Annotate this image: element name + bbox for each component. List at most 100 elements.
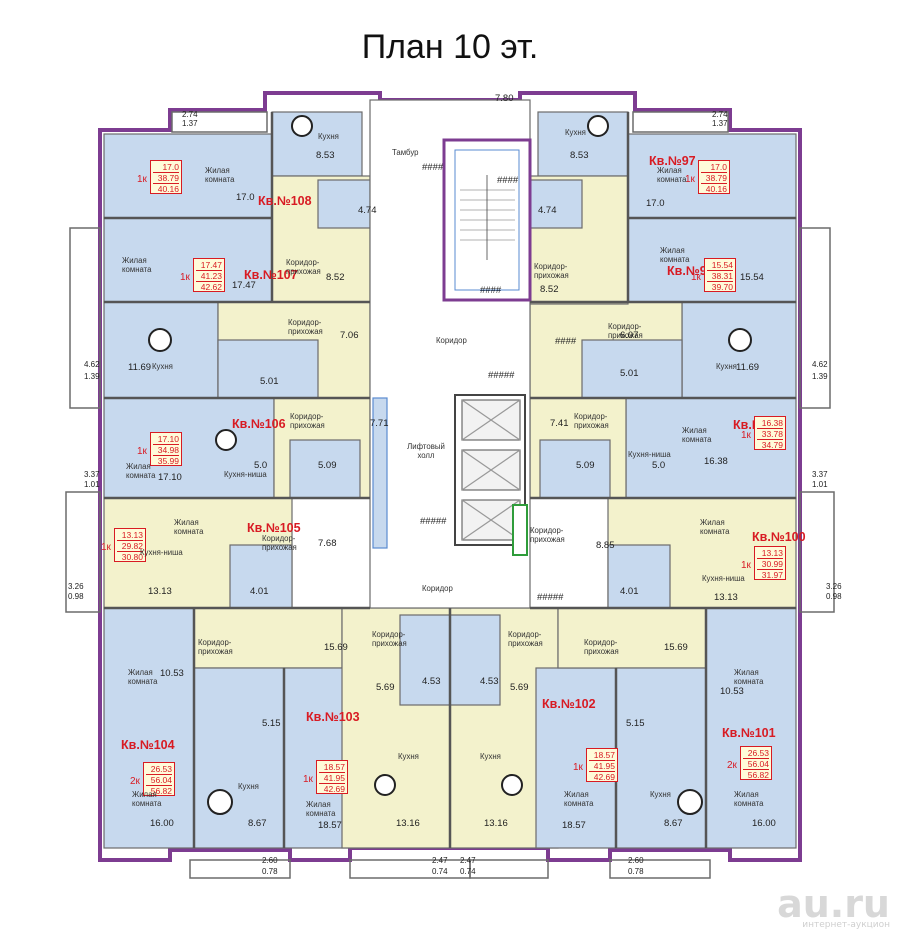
room-104-living xyxy=(103,607,195,849)
room-98-bath xyxy=(581,339,683,399)
balcony-area: 2.74 xyxy=(182,110,198,119)
room-area: 17.47 xyxy=(232,280,256,291)
apartment-label-a108: Кв.№108 xyxy=(258,194,312,208)
balcony-area: 3.37 xyxy=(84,470,100,479)
apartment-area-value: 42.69 xyxy=(323,784,345,794)
room-label-living-105: Жилая комната xyxy=(174,518,204,536)
watermark-tagline: интернет-аукцион xyxy=(802,920,890,930)
balconies xyxy=(65,111,835,879)
room-label-niche-105: Кухня-ниша xyxy=(140,548,183,557)
balcony-area: 0.98 xyxy=(68,592,84,601)
room-label-niche-106: Кухня-ниша xyxy=(224,470,267,479)
room-area: 4.01 xyxy=(620,586,639,597)
apartment-rooms: 1к xyxy=(741,560,751,571)
room-area: 8.52 xyxy=(540,284,559,295)
room-label-corridor-107: Коридор-прихожая xyxy=(288,318,323,336)
apartment-area-value: 26.53 xyxy=(743,748,769,759)
apartment-area-value: 29.82 xyxy=(117,541,143,552)
room-105-bath xyxy=(229,544,293,609)
room-label-living-108: Жилая комната xyxy=(205,166,235,184)
room-area: 8.53 xyxy=(316,150,335,161)
room-label-kitchen-101: Кухня xyxy=(650,790,671,799)
room-area: 17.0 xyxy=(646,198,665,209)
room-area: 5.69 xyxy=(510,682,529,693)
room-103-bath xyxy=(399,614,451,706)
mark-hash: #### xyxy=(497,175,519,186)
apartment-label-a106: Кв.№106 xyxy=(232,417,286,431)
room-label-living-104a: Жилая комната xyxy=(128,668,158,686)
apartment-area-value: 56.82 xyxy=(150,786,172,796)
apartment-area-value: 33.78 xyxy=(757,429,783,440)
room-area: 16.00 xyxy=(752,818,776,829)
apartment-label-a97: Кв.№97 xyxy=(649,154,696,168)
room-label-living-97: Жилая комната xyxy=(657,166,687,184)
room-area: 13.13 xyxy=(148,586,172,597)
room-area: 15.54 xyxy=(740,272,764,283)
room-label-living-107: Жилая комната xyxy=(122,256,152,274)
watermark-brand: au.ru xyxy=(777,882,890,926)
room-area: 5.0 xyxy=(652,460,666,471)
room-label-corridor-97: Коридор-прихожая xyxy=(534,262,569,280)
room-108-living xyxy=(103,133,273,219)
balcony-area: 0.78 xyxy=(628,867,644,876)
room-area: 8.85 xyxy=(596,540,615,551)
apartment-label-a101: Кв.№101 xyxy=(722,726,776,740)
room-104-kitchen xyxy=(193,667,285,849)
apartment-label-a105: Кв.№105 xyxy=(247,521,301,535)
room-106-bath xyxy=(217,339,319,399)
room-area: 5.15 xyxy=(262,718,281,729)
apartment-area-value: 39.70 xyxy=(711,282,733,292)
balcony-area: 1.37 xyxy=(712,119,728,128)
room-label-hall-corridor-2: Коридор xyxy=(422,584,453,593)
apartment-area-value: 34.79 xyxy=(761,440,783,450)
apartment-rooms: 1к xyxy=(303,774,313,785)
room-label-niche-99: Кухня-ниша xyxy=(628,450,671,459)
room-102-bath xyxy=(449,614,501,706)
room-label-corridor-106: Коридор-прихожая xyxy=(290,412,325,430)
room-area: 16.38 xyxy=(704,456,728,467)
apartment-label-a100: Кв.№100 xyxy=(752,530,806,544)
apartment-rooms: 1к xyxy=(685,174,695,185)
room-label-corridor-101: Коридор-прихожая xyxy=(584,638,619,656)
apartment-area-value: 35.99 xyxy=(157,456,179,466)
room-label-living-102: Жилая комната xyxy=(564,790,594,808)
apartment-area-value: 41.95 xyxy=(319,773,345,784)
apartment-area-value: 17.47 xyxy=(196,260,222,271)
plan-title: План 10 эт. xyxy=(361,28,539,66)
balcony-area: 4.62 xyxy=(84,360,100,369)
apartment-rooms: 2к xyxy=(130,776,140,787)
room-label-kitchen-103: Кухня xyxy=(398,752,419,761)
room-area: 5.09 xyxy=(318,460,337,471)
room-area: 7.71 xyxy=(370,418,389,429)
room-area: 13.13 xyxy=(714,592,738,603)
room-area: 17.10 xyxy=(158,472,182,483)
balcony-area: 1.39 xyxy=(812,372,828,381)
apartment-area-value: 56.82 xyxy=(747,770,769,780)
apartment-area-value: 30.80 xyxy=(121,552,143,562)
furniture-tables xyxy=(148,115,752,815)
balcony-area: 0.78 xyxy=(262,867,278,876)
room-area: 4.74 xyxy=(538,205,557,216)
balcony-area: 0.74 xyxy=(432,867,448,876)
room-label-corridor-103: Коридор-прихожая xyxy=(372,630,407,648)
apartment-area-value: 26.53 xyxy=(146,764,172,775)
room-107-living xyxy=(103,217,273,303)
apartment-area-value: 17.10 xyxy=(153,434,179,445)
room-area: 6.07 xyxy=(620,330,639,341)
room-area: 8.52 xyxy=(326,272,345,283)
apartment-area-value: 17.0 xyxy=(153,162,179,173)
stair-flights xyxy=(460,175,515,260)
room-label-corridor-102: Коридор-прихожая xyxy=(508,630,543,648)
apartment-area-value: 41.95 xyxy=(589,761,615,772)
room-area: 5.01 xyxy=(620,368,639,379)
balcony-area: 2.60 xyxy=(262,856,278,865)
room-area: 8.53 xyxy=(570,150,589,161)
room-label-living-101a: Жилая комната xyxy=(734,668,764,686)
apartment-rooms: 1к xyxy=(137,174,147,185)
